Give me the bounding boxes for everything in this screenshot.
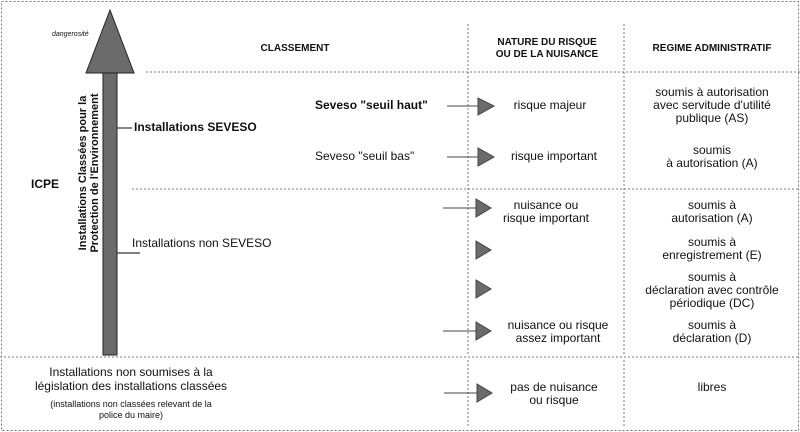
regime-line: publique (AS) — [675, 111, 749, 125]
non-soumises-note: (installations non classées relevant de … — [6, 399, 256, 421]
nature-line: nuisance ou risque — [507, 318, 609, 332]
regime-line: soumis — [692, 143, 731, 157]
nature-cell: nuisance ou risque important — [486, 199, 606, 225]
regime-cell: soumis à autorisation (A) — [626, 199, 798, 225]
seveso-seuil-haut: Seveso "seuil haut" — [315, 98, 428, 112]
non-soumises-line1: Installations non soumises à la — [49, 365, 213, 379]
danger-axis-label: dangerosité — [52, 31, 89, 38]
nature-line: risque important — [510, 149, 598, 163]
nature-cell: risque important — [488, 149, 620, 164]
danger-arrow-shaft — [102, 72, 118, 356]
nature-line: risque important — [502, 211, 590, 225]
flow-head-libres — [476, 383, 493, 403]
vertical-title: Installations Classées pour la Protectio… — [77, 73, 101, 273]
flow-head-declaration-controle — [475, 279, 492, 299]
regime-line: soumis à — [687, 198, 737, 212]
nature-line: nuisance ou — [513, 198, 579, 212]
flow-head-autorisation — [475, 198, 492, 218]
nature-line: assez important — [515, 331, 601, 345]
non-soumises-note-line1: (installations non classées relevant de … — [50, 399, 212, 409]
regime-cell: soumis à autorisation avec servitude d'u… — [626, 86, 798, 125]
regime-cell: soumis à enregistrement (E) — [626, 236, 798, 262]
nature-cell: nuisance ou risque assez important — [492, 319, 624, 345]
flow-head-declaration — [475, 321, 492, 341]
regime-line: avec servitude d'utilité — [653, 98, 771, 112]
regime-line: périodique (DC) — [669, 296, 755, 310]
header-classement: CLASSEMENT — [260, 43, 330, 54]
flow-head-seuil-haut — [477, 97, 496, 116]
regime-line: soumis à — [687, 235, 737, 249]
nature-line: pas de nuisance — [510, 380, 598, 394]
regime-line: soumis à autorisation — [655, 85, 769, 99]
non-soumises-label: Installations non soumises à la législat… — [6, 365, 256, 393]
regime-line: libres — [697, 380, 727, 394]
regime-line: autorisation (A) — [671, 211, 753, 225]
non-soumises-note-line2: police du maire) — [98, 410, 164, 420]
regime-cell: libres — [626, 381, 798, 394]
regime-line: enregistrement (E) — [662, 248, 762, 262]
flow-head-seuil-bas — [477, 147, 496, 167]
danger-arrow-head — [85, 8, 135, 74]
vertical-title-line2: Protection de l'Environnement — [89, 93, 101, 253]
vertical-title-line1: Installations Classées pour la — [77, 95, 89, 251]
regime-cell: soumis à autorisation (A) — [626, 144, 798, 170]
header-nature: NATURE DU RISQUE OU DE LA NUISANCE — [472, 37, 622, 61]
regime-line: déclaration (D) — [672, 331, 752, 345]
regime-line: à autorisation (A) — [666, 156, 758, 170]
seveso-seuil-bas: Seveso "seuil bas" — [315, 149, 415, 163]
regime-cell: soumis à déclaration avec contrôle pério… — [626, 271, 798, 310]
header-regime: REGIME ADMINISTRATIF — [652, 43, 772, 54]
non-seveso-group-label: Installations non SEVESO — [132, 236, 272, 250]
nature-line: ou risque — [529, 393, 579, 407]
nature-line: risque majeur — [513, 98, 587, 112]
regime-line: soumis à — [687, 318, 737, 332]
header-nature-line1: NATURE DU RISQUE — [497, 37, 597, 48]
regime-line: déclaration avec contrôle — [645, 283, 779, 297]
nature-cell: pas de nuisance ou risque — [488, 381, 620, 407]
flow-arrows — [443, 97, 496, 403]
seveso-group-label: Installations SEVESO — [134, 120, 257, 134]
non-soumises-line2: législation des installations classées — [34, 379, 228, 393]
flow-head-enregistrement — [475, 240, 492, 260]
regime-line: soumis à — [687, 270, 737, 284]
header-nature-line2: OU DE LA NUISANCE — [495, 49, 599, 60]
icpe-label: ICPE — [31, 177, 60, 191]
regime-cell: soumis à déclaration (D) — [626, 319, 798, 345]
nature-cell: risque majeur — [490, 98, 610, 113]
